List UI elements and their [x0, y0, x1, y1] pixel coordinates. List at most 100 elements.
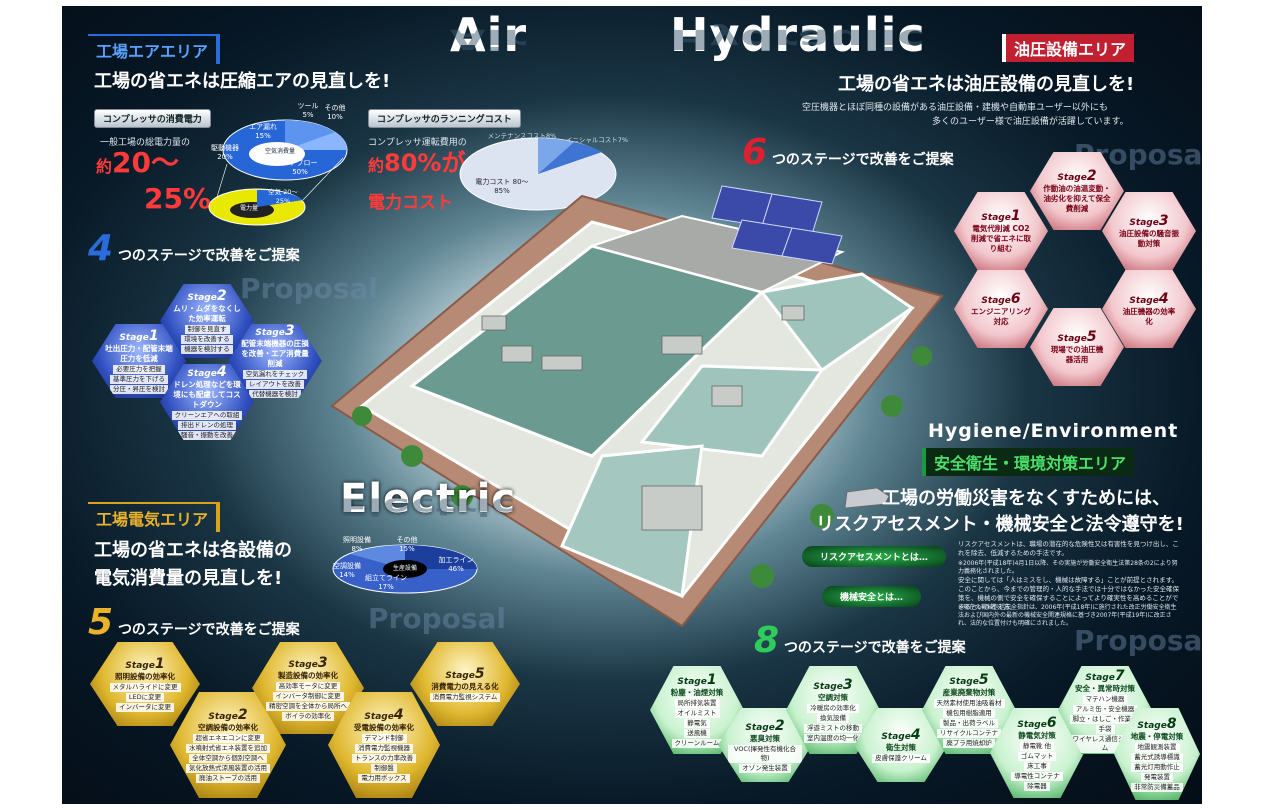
air-consumption-value-2: 25% — [144, 182, 212, 215]
electric-stages-count: 5 — [88, 602, 114, 643]
air-cost-label-initial: イニシャルコスト7% — [565, 136, 629, 144]
stage-item: 空気漏れをチェック — [242, 370, 308, 379]
stage-label: Stage2 — [208, 707, 248, 723]
stage-title: 静電気対策 — [1018, 731, 1056, 740]
stage-item: 天然素材使用油吸着材 — [933, 699, 1005, 708]
air-stages-count: 4 — [88, 228, 114, 269]
title-electric-reflection: Electric — [340, 492, 517, 520]
air-consumption-value-1: 20～ — [112, 146, 179, 179]
stage-title: 現場での油圧機器活用 — [1050, 345, 1104, 364]
stage-item: 廃プラ用焼却炉 — [943, 739, 995, 748]
air-proposal: Proposal — [240, 272, 379, 305]
hydraulic-stages-count: 6 — [742, 132, 768, 173]
car-icon — [844, 487, 890, 509]
stage-item: 騒音・振動を改善 — [178, 431, 236, 440]
stage-item: 全体空調から個別空調へ — [189, 754, 267, 763]
stage-label: Stage6 — [981, 291, 1021, 307]
air-stages-text: つのステージで改善をご提案 — [117, 248, 300, 264]
electric-pie-label-assembly: 組立てライン 17% — [365, 574, 407, 591]
stage-item: 廃油ストーブの活用 — [195, 774, 261, 783]
hygiene-stage-8: Stage8 地震・停電対策 地震観測装置 蓄光式誘導標識 蓄光灯用動作止 発電… — [1114, 708, 1200, 800]
electric-proposal: Proposal — [368, 602, 507, 635]
air-running-cost-pie — [459, 137, 617, 211]
electric-stage-5: Stage5 消費電力の見える化 消費電力監視システム — [410, 642, 520, 726]
stage-item: 蓄光式誘導標識 — [1131, 753, 1183, 762]
electric-stage-2: Stage2 空調設備の効率化 超省エネエコンに変更 水噴射式省エネ装置を追加 … — [170, 692, 286, 798]
stage-item: 電力用ボックス — [358, 774, 410, 783]
stage-title: 作動油の油温変動・油劣化を抑えて保全費削減 — [1043, 184, 1111, 213]
air-consumption-value: 約20～ — [96, 148, 179, 182]
stage-item: 送風機 — [684, 729, 710, 738]
stage-label: Stage4 — [364, 707, 404, 723]
stage-item: 静電気 — [684, 719, 710, 728]
air-running-cost-line2: 電力コスト — [368, 193, 453, 213]
hygiene-stages-count: 8 — [754, 620, 780, 661]
hygiene-stages-heading: 8 つのステージで改善をご提案 — [754, 620, 966, 661]
electric-stage-4: Stage4 受電設備の効率化 デマンド制御 消費電力監視機器 トランスの力率改… — [328, 692, 440, 798]
hydraulic-stages-text: つのステージで改善をご提案 — [771, 152, 954, 168]
factory-illustration — [330, 185, 944, 628]
stage-item: 手袋 — [1095, 724, 1115, 734]
stage-item: 精密空調を全体から局所へ — [266, 702, 350, 711]
stage-item: 製品・出荷ラベル — [940, 719, 998, 728]
stage-title: 消費電力の見える化 — [431, 682, 499, 691]
air-consumption-label: 一般工場の総電力量の — [100, 138, 191, 148]
hygiene-stage-1: Stage1 粉塵・油煙対策 局所排気装置 オイルミスト 静電気 送風機 クリー… — [650, 666, 744, 754]
electric-pie-label-aircon: 空調設備 14% — [333, 562, 361, 579]
hydraulic-stage-6: Stage6 エンジニアリング対応 — [954, 270, 1048, 348]
air-running-cost-label: コンプレッサ運転費用の — [368, 138, 467, 148]
electric-area-tag: 工場電気エリア — [88, 502, 221, 532]
hygiene-headline-1: 工場の労働災害をなくすためには、 — [882, 488, 1170, 509]
stage-item: 地震観測装置 — [1134, 743, 1180, 752]
stage-title: 地震・停電対策 — [1130, 732, 1184, 741]
air-stage-3: Stage3 配管末端機器の圧損を改善・エア消費量削減 空気漏れをチェック レイ… — [228, 324, 322, 398]
stage-label: Stage4 — [881, 727, 921, 743]
machine-safety-text: 安全に関しては「人はミスをし、機械は故障する」ことが前提とされます。このことから… — [958, 576, 1179, 611]
electric-headline-2: 電気消費量の見直しを! — [94, 568, 283, 589]
stage-title: 電気代削減 CO2削減で省エネに取り組む — [971, 224, 1031, 253]
stage-item: 床工事 — [1024, 762, 1050, 771]
title-hydraulic: Hydraulic — [670, 8, 926, 62]
stage-label: Stage7 — [1085, 667, 1125, 684]
air-cost-label-power: 電力コスト 80～85% — [475, 178, 529, 195]
risk-assessment-note: ※2006年(平成18年)4月1日以降、その実施が労働安全衛生法第28条の2によ… — [958, 560, 1178, 575]
stage-item: 換気設備 — [817, 714, 849, 723]
electric-pie-label-production: 生産設備 — [392, 565, 417, 572]
stage-title: 受電設備の効率化 — [354, 723, 414, 732]
air-consumption-pie — [208, 119, 348, 226]
air-consumption-tag: コンプレッサの消費電力 — [94, 109, 211, 128]
stage-item: 蓄光灯用動作止 — [1131, 763, 1183, 772]
stage-item: ボイラの効率化 — [282, 712, 334, 721]
stage-title: 油圧機器の効率化 — [1122, 307, 1176, 326]
hydraulic-stages-heading: 6 つのステージで改善をご提案 — [742, 132, 954, 173]
trees — [352, 346, 932, 588]
stage-label: Stage5 — [445, 666, 485, 682]
air-cost-label-maintenance: メンテナンスコスト8% — [487, 132, 557, 140]
stage-item: トランスの力率改善 — [351, 754, 417, 763]
stage-item: 代替機器を検討 — [249, 390, 301, 398]
stage-title: 製造設備の効率化 — [278, 671, 338, 680]
stage-title: 粉塵・油煙対策 — [670, 688, 724, 697]
stage-item: アルミ缶・安全機器 — [1072, 704, 1138, 714]
stage-item: VOC(揮発性有機化合物) — [728, 744, 802, 763]
stage-item: メタルハライドに変更 — [109, 683, 181, 692]
stage-label: Stage2 — [1057, 168, 1097, 184]
stage-title: 配管末端機器の圧損を改善・エア消費量削減 — [241, 339, 309, 368]
stage-label: Stage6 — [1017, 715, 1057, 731]
air-headline: 工場の省エネは圧縮エアの見直しを! — [94, 71, 391, 92]
air-stage-2: Stage2 ムリ・ムダをなくした効率運転 制御を見直す 環境を改善する 機器を… — [160, 284, 254, 358]
stage-title: ドレン処理などを環境にも配慮してコストダウン — [173, 380, 241, 409]
stage-label: Stage2 — [745, 717, 785, 734]
stage-label: Stage1 — [981, 208, 1021, 224]
hygiene-stage-3: Stage3 空調対策 冷暖房の効率化 換気設備 浮遊ミストの移動 室内温度の均… — [786, 666, 880, 754]
stage-item: クリーンルーム — [671, 739, 723, 748]
stage-item: 機包用樹脂適用 — [943, 709, 995, 718]
stage-label: Stage5 — [1057, 329, 1097, 345]
stage-item: 浮遊ミストの移動 — [804, 724, 862, 733]
electric-stages-text: つのステージで改善をご提案 — [117, 622, 300, 638]
stage-label: Stage3 — [1129, 213, 1169, 229]
stage-item: オイルミスト — [674, 709, 720, 718]
stage-title: ムリ・ムダをなくした効率運転 — [173, 304, 241, 323]
solar-panels — [711, 185, 843, 265]
air-pie-label-leak: エア漏れ 15% — [249, 123, 277, 140]
